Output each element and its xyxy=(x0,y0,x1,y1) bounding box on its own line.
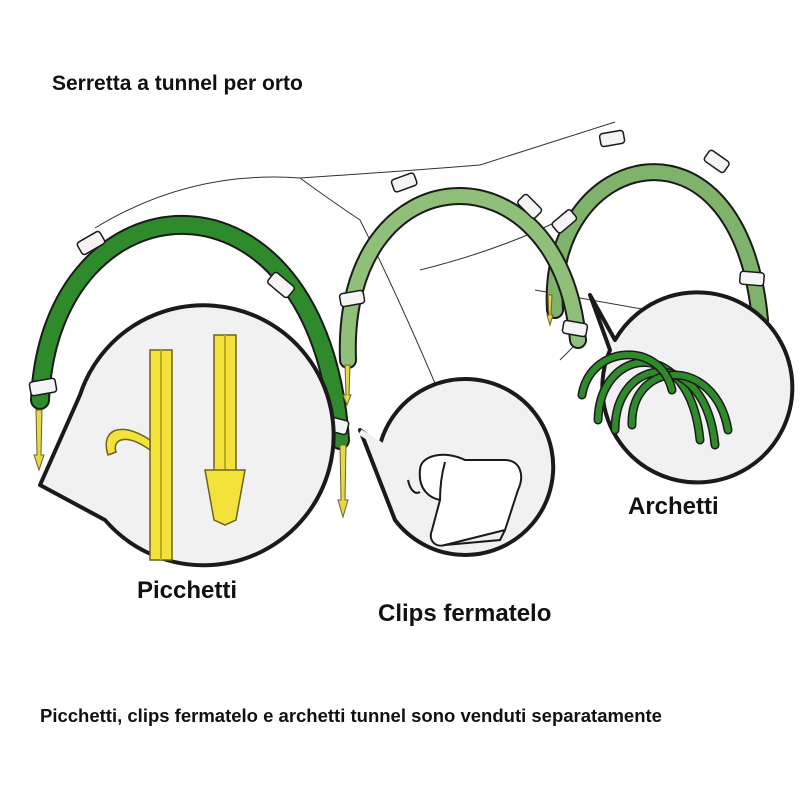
picchetti-bubble xyxy=(38,303,336,568)
hoop-front xyxy=(30,214,350,450)
hoop-stakes xyxy=(33,294,768,519)
hoop-back xyxy=(545,163,769,329)
green-hoops-icon xyxy=(577,350,733,450)
picchetti-label: Picchetti xyxy=(137,577,238,604)
archetti-label: Archetti xyxy=(628,493,719,520)
diagram-title: Serretta a tunnel per orto xyxy=(52,72,303,95)
hoop-middle xyxy=(338,187,587,369)
yellow-stake-icon xyxy=(105,334,246,561)
footer-note: Picchetti, clips fermatelo e archetti tu… xyxy=(40,705,662,726)
hoop-clips xyxy=(28,129,765,436)
archetti-bubble xyxy=(577,290,795,485)
clips-label: Clips fermatelo xyxy=(378,600,552,627)
clips-bubble xyxy=(358,376,556,557)
clip-icon xyxy=(407,453,523,547)
